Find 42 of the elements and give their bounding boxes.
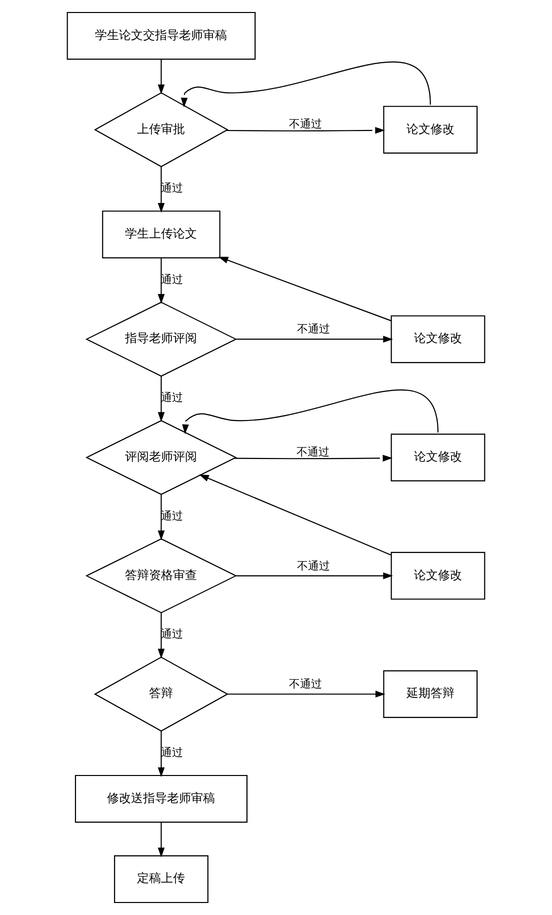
- edge-label: 通过: [161, 182, 184, 195]
- edge-label: 通过: [161, 746, 184, 759]
- arrow: [158, 376, 165, 422]
- edge-label: 通过: [161, 509, 184, 522]
- arrow: [236, 572, 393, 580]
- arrow: [218, 256, 392, 322]
- edge-label: 不通过: [296, 445, 330, 458]
- node-box: 学生论文交指导老师审稿: [66, 12, 256, 60]
- node-diamond: 指导老师评阅: [85, 302, 238, 377]
- node-box: 学生上传论文: [102, 210, 220, 258]
- arrow: [158, 613, 165, 659]
- node-box: 论文修改: [390, 552, 486, 600]
- node-box: 延期答辩: [383, 670, 478, 718]
- arrow: [158, 731, 165, 778]
- edge-label: 不通过: [297, 559, 330, 572]
- edge-label: 不通过: [289, 678, 322, 691]
- arrow: [158, 494, 165, 540]
- arrow: [180, 62, 431, 108]
- arrow: [234, 454, 393, 462]
- edge-label: 不通过: [297, 322, 330, 336]
- edge-label: 不通过: [289, 118, 322, 131]
- node-diamond: 答辩资格审查: [85, 538, 238, 614]
- arrow: [228, 690, 386, 698]
- edge-label: 通过: [161, 391, 184, 404]
- arrow: [199, 474, 392, 556]
- edge-label: 通过: [161, 628, 184, 641]
- node-box: 论文修改: [383, 106, 478, 154]
- arrow: [236, 336, 393, 343]
- node-diamond: 上传审批: [94, 92, 229, 168]
- arrow: [158, 258, 165, 304]
- node-box: 论文修改: [390, 315, 486, 364]
- arrow: [158, 60, 165, 94]
- node-box: 论文修改: [390, 434, 486, 482]
- arrow: [226, 126, 385, 134]
- node-box: 定稿上传: [114, 855, 208, 904]
- edge-label: 通过: [161, 272, 184, 286]
- arrow: [158, 166, 165, 213]
- node-box: 修改送指导老师审稿: [74, 774, 248, 823]
- node-diamond: 评阅老师评阅: [85, 420, 238, 495]
- arrow: [158, 822, 165, 858]
- node-diamond: 答辩: [94, 656, 229, 732]
- arrow: [182, 390, 439, 434]
